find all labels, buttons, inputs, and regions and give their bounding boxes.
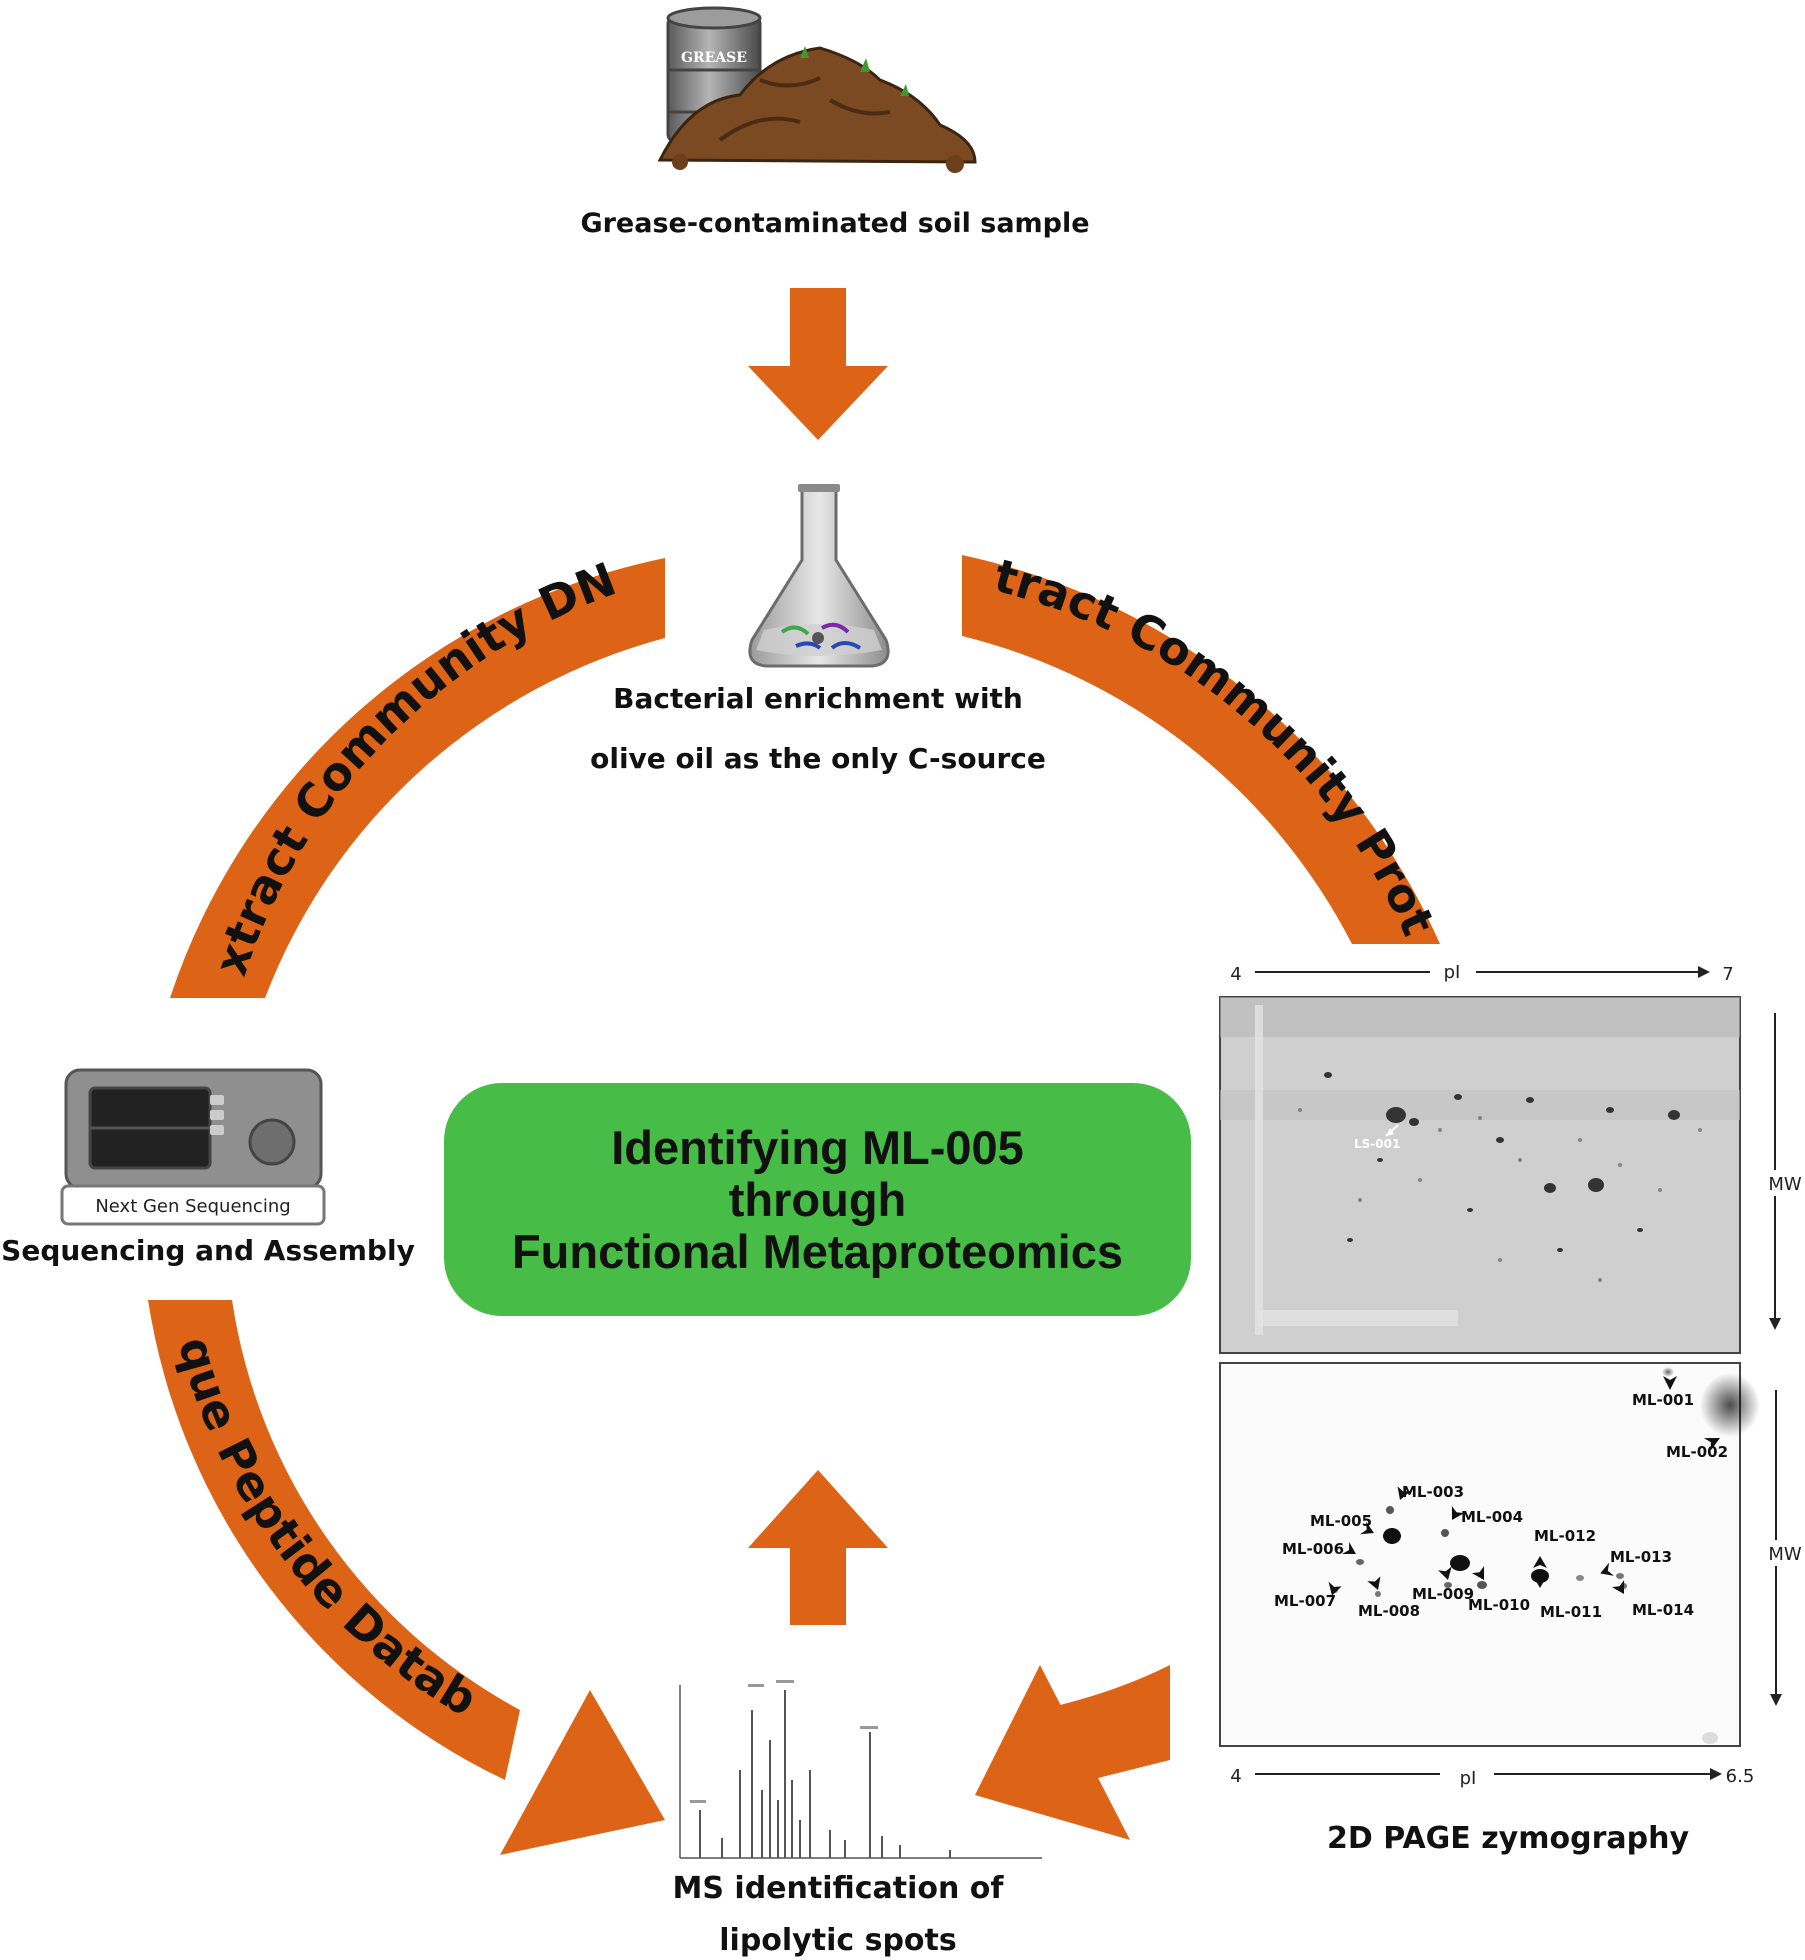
gel-top-image: LS-001 — [1219, 996, 1741, 1354]
up-arrow-icon — [748, 1470, 888, 1625]
spot-ml-011: ML-011 — [1540, 1603, 1602, 1621]
svg-text:pI: pI — [1460, 1768, 1477, 1789]
ms-spectrum-icon — [679, 1680, 1042, 1859]
spot-ml-005: ML-005 — [1310, 1512, 1372, 1530]
arc-unique-peptide — [148, 1300, 520, 1780]
spot-ml-014: ML-014 — [1632, 1601, 1694, 1619]
svg-text:MW: MW — [1768, 1544, 1802, 1565]
spot-ml-001: ML-001 — [1632, 1391, 1694, 1409]
spot-ml-012: ML-012 — [1534, 1527, 1596, 1545]
spot-ml-009: ML-009 — [1412, 1585, 1474, 1603]
svg-text:4: 4 — [1230, 1766, 1241, 1787]
arrowhead-to-ms-right — [975, 1665, 1130, 1840]
gel-spot-labels: ML-001 ML-002 ML-003 ML-004 ML-005 ML-00… — [1274, 1391, 1728, 1621]
svg-text:6.5: 6.5 — [1726, 1766, 1755, 1787]
sequencer-icon — [60, 1068, 326, 1226]
svg-text:4: 4 — [1230, 964, 1241, 985]
gel-top-axis: 4 pI 7 — [1230, 962, 1733, 985]
flask-icon — [748, 484, 890, 668]
center-title-box: Identifying ML-005 through Functional Me… — [444, 1083, 1191, 1316]
soil-sample-icon: GREASE — [657, 6, 977, 173]
down-arrow-icon — [748, 288, 888, 440]
ms-caption-line2: lipolytic spots — [719, 1923, 956, 1958]
soil-caption: Grease-contaminated soil sample — [580, 208, 1089, 239]
arc-extract-protein — [962, 555, 1440, 944]
spot-ml-004: ML-004 — [1461, 1508, 1523, 1526]
spot-ml-003: ML-003 — [1402, 1483, 1464, 1501]
flask-caption-line2: olive oil as the only C-source — [590, 742, 1046, 775]
spot-ml-002: ML-002 — [1666, 1443, 1728, 1461]
spot-ml-006: ML-006 — [1282, 1540, 1344, 1558]
arc-label-extract-dna: Extract Community DNA — [0, 0, 623, 982]
svg-text:MW: MW — [1768, 1174, 1802, 1195]
spot-ml-007: ML-007 — [1274, 1592, 1336, 1610]
gel-top-spot-label: LS-001 — [1354, 1137, 1400, 1151]
sequencer-caption: Sequencing and Assembly — [1, 1234, 415, 1267]
center-title-line3: Functional Metaproteomics — [511, 1224, 1124, 1278]
sequencer-label: Next Gen Sequencing — [95, 1196, 290, 1217]
gel-bottom-mw-axis: MW — [1760, 1390, 1802, 1706]
gel-bottom-image: ML-001 ML-002 ML-003 ML-004 ML-005 ML-00… — [1219, 1362, 1760, 1747]
center-title-line1: Identifying ML-005 — [611, 1120, 1024, 1174]
spot-ml-013: ML-013 — [1610, 1548, 1672, 1566]
barrel-label: GREASE — [681, 50, 747, 66]
arrowhead-to-ms-left — [500, 1690, 665, 1855]
flask-caption-line1: Bacterial enrichment with — [613, 682, 1023, 715]
gel-bottom-axis: 4 pI 6.5 — [1230, 1766, 1754, 1789]
spot-ml-010: ML-010 — [1468, 1596, 1530, 1614]
svg-text:7: 7 — [1722, 964, 1733, 985]
ms-caption-line1: MS identification of — [673, 1871, 1005, 1906]
gel-spot-arrows — [1328, 1376, 1720, 1596]
center-title-line2: through — [728, 1172, 907, 1226]
gel-top-mw-axis: MW — [1760, 1013, 1802, 1330]
arc-gel-to-ms — [1060, 1665, 1170, 1780]
gel-caption: 2D PAGE zymography — [1327, 1821, 1689, 1856]
spot-ml-008: ML-008 — [1358, 1602, 1420, 1620]
svg-text:pI: pI — [1444, 962, 1461, 983]
arc-extract-dna — [170, 558, 665, 998]
